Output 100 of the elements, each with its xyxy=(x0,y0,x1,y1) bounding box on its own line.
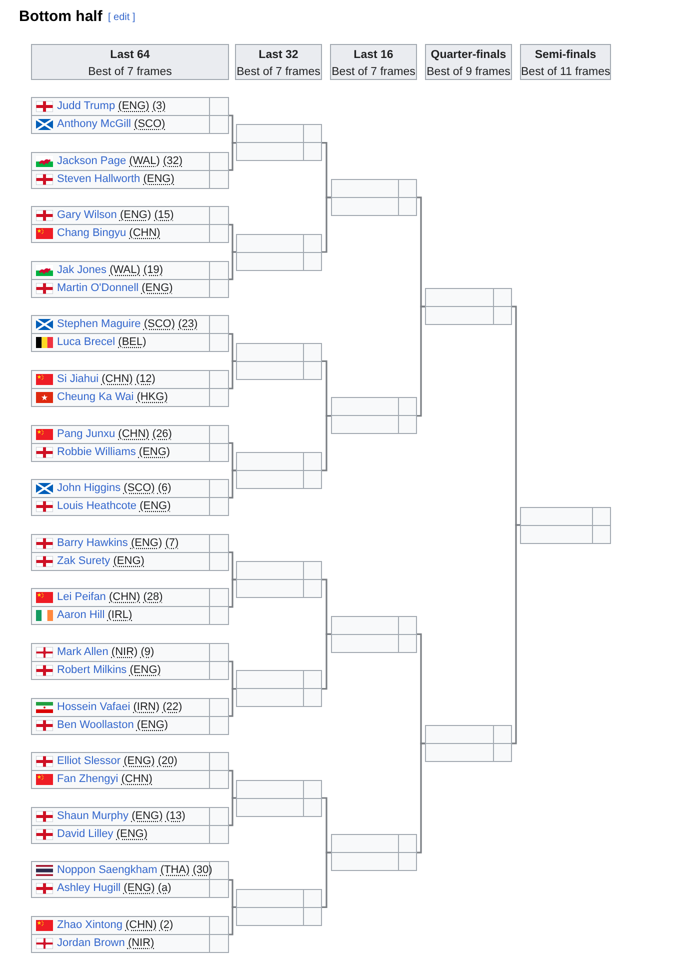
player-link: Pang Junxu xyxy=(57,428,116,440)
match-box xyxy=(31,370,229,407)
match-box xyxy=(236,670,322,708)
bracket-line xyxy=(229,688,236,717)
player-entry: Steven Hallworth (ENG) xyxy=(57,172,174,187)
match-box xyxy=(236,452,322,489)
bracket-line xyxy=(229,360,236,390)
player-entry: Martin O'Donnell (ENG) xyxy=(57,280,173,296)
player-entry: Robbie Williams (ENG) xyxy=(57,444,170,460)
player-entry: Mark Allen (NIR) (9) xyxy=(57,645,154,660)
round-title: Last 32 xyxy=(258,49,298,61)
bracket-line xyxy=(229,797,236,826)
match-box xyxy=(236,561,322,598)
round-header xyxy=(520,44,611,80)
bracket-line xyxy=(322,196,331,253)
player-entry: Judd Trump (ENG) (3) xyxy=(57,99,166,114)
player-entry: Aaron Hill (IRL) xyxy=(57,608,132,624)
player-link: Luca Brecel xyxy=(57,336,116,348)
round-format: Best of 11 frames xyxy=(521,66,610,78)
player-entry: Jackson Page (WAL) (32) xyxy=(57,154,183,169)
player-entry: Zak Surety (ENG) xyxy=(57,554,144,569)
match-box xyxy=(425,724,512,762)
player-entry: Fan Zhengyi (CHN) xyxy=(57,772,152,788)
match-box xyxy=(31,152,229,189)
player-link: Gary Wilson xyxy=(57,209,117,222)
match-box xyxy=(425,288,512,326)
player-link: Aaron Hill xyxy=(57,609,105,622)
player-link: Barry Hawkins xyxy=(57,536,128,549)
section-heading: Bottom half xyxy=(19,8,102,26)
player-entry: Jordan Brown (NIR) xyxy=(57,936,154,951)
player-link: Lei Peifan xyxy=(57,591,106,604)
bracket-line xyxy=(229,224,236,253)
player-entry: Lei Peifan (CHN) (28) xyxy=(57,590,163,606)
player-link: Mark Allen xyxy=(57,646,108,658)
player-link: Ben Woollaston xyxy=(57,718,134,731)
player-entry: Pang Junxu (CHN) (26) xyxy=(57,426,172,442)
bracket-line xyxy=(229,114,236,144)
bracket-line xyxy=(229,552,236,580)
match-box xyxy=(331,397,417,434)
match-box xyxy=(31,588,229,626)
player-entry: Zhao Xintong (CHN) (2) xyxy=(57,918,174,933)
player-entry: Chang Bingyu (CHN) xyxy=(57,226,160,242)
player-link: John Higgins xyxy=(57,482,121,494)
player-entry: Louis Heathcote (ENG) xyxy=(57,499,171,514)
bracket-line xyxy=(417,742,425,854)
bracket-line xyxy=(229,251,236,280)
bracket-line xyxy=(512,524,520,744)
player-link: Elliot Slessor xyxy=(57,755,121,768)
player-link: Robert Milkins xyxy=(57,664,127,676)
round-title: Semi-finals xyxy=(534,49,596,61)
round-format: Best of 7 frames xyxy=(332,66,416,78)
player-link: Cheung Ka Wai xyxy=(57,391,134,403)
match-box xyxy=(31,479,229,516)
player-entry: Stephen Maguire (SCO) (23) xyxy=(57,317,198,332)
match-box xyxy=(520,506,611,544)
player-link: David Lilley xyxy=(57,828,114,840)
player-link: Hossein Vafaei xyxy=(57,700,130,713)
round-title: Last 16 xyxy=(354,49,394,61)
player-entry: Noppon Saengkham (THA) (30) xyxy=(57,863,212,878)
player-link: Steven Hallworth xyxy=(57,172,140,185)
player-entry: Ashley Hugill (ENG) (a) xyxy=(57,881,172,896)
player-entry: Robert Milkins (ENG) xyxy=(57,663,161,678)
player-link: Shaun Murphy xyxy=(57,810,129,822)
player-link: Zhao Xintong xyxy=(57,919,122,931)
bracket-line xyxy=(229,578,236,608)
bracket-line xyxy=(417,306,425,417)
match-box xyxy=(31,97,229,134)
match-box xyxy=(236,234,322,270)
player-entry: Barry Hawkins (ENG) (7) xyxy=(57,536,179,551)
bracket-line xyxy=(512,306,520,526)
bracket-line xyxy=(229,470,236,498)
player-entry: Elliot Slessor (ENG) (20) xyxy=(57,754,178,770)
player-link: Jackson Page xyxy=(57,154,126,167)
match-box xyxy=(31,861,229,898)
player-link: Judd Trump xyxy=(57,100,116,112)
match-box xyxy=(31,534,229,571)
player-entry: Gary Wilson (ENG) (15) xyxy=(57,208,174,224)
bracket-line xyxy=(322,852,331,908)
player-link: Jordan Brown xyxy=(57,937,125,949)
match-box xyxy=(236,342,322,380)
player-link: Zak Surety xyxy=(57,554,110,567)
bracket-line xyxy=(229,770,236,799)
player-entry: Anthony McGill (SCO) xyxy=(57,117,166,132)
player-entry: David Lilley (ENG) xyxy=(57,826,148,842)
bracket-line xyxy=(417,196,425,308)
edit-link: [ edit ] xyxy=(108,12,136,24)
match-box xyxy=(236,124,322,162)
player-entry: Ben Woollaston (ENG) xyxy=(57,718,168,733)
round-header xyxy=(235,44,322,80)
bracket-line xyxy=(322,415,331,472)
player-entry: Hossein Vafaei (IRN) (22) xyxy=(57,700,182,715)
player-entry: John Higgins (SCO) (6) xyxy=(57,481,172,496)
match-box xyxy=(31,806,229,844)
player-entry: Si Jiahui (CHN) (12) xyxy=(57,372,156,387)
bracket-line xyxy=(229,660,236,690)
match-box xyxy=(236,888,322,926)
player-entry: Luca Brecel (BEL) xyxy=(57,335,146,350)
match-box xyxy=(31,315,229,352)
player-link: Chang Bingyu xyxy=(57,227,126,240)
bracket-line xyxy=(229,333,236,362)
